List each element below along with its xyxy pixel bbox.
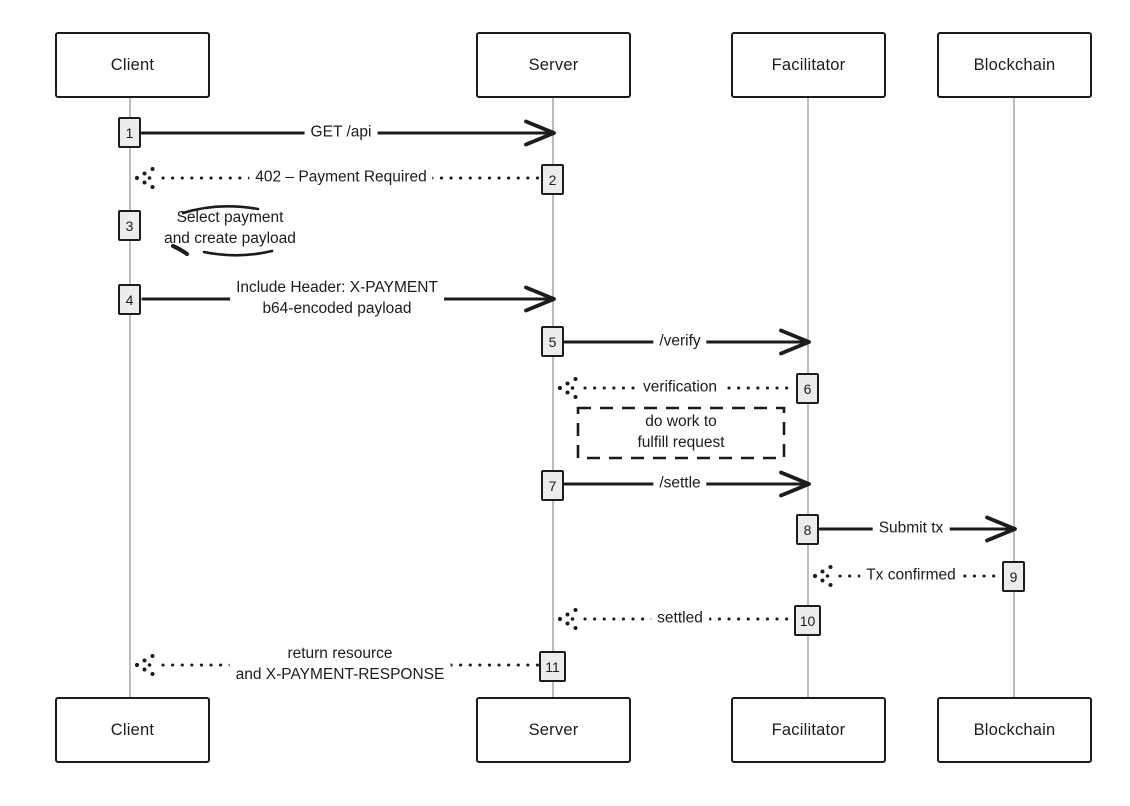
message-label-4: Include Header: X-PAYMENT b64-encoded pa… [230, 277, 444, 321]
message-text: Submit tx [878, 519, 944, 537]
note-text: do work to fulfill request [631, 411, 730, 455]
message-text: return resource [287, 645, 393, 663]
message-label-6: verification [636, 376, 724, 400]
activation-badge-11: 11 [539, 651, 566, 682]
message-label-11: return resource and X-PAYMENT-RESPONSE [229, 643, 451, 687]
activation-badge-8: 8 [796, 514, 819, 545]
message-label-10: settled [651, 607, 709, 631]
message-label-1: GET /api [304, 121, 378, 145]
arrow-8-head-icon [985, 515, 1017, 543]
message-text: 402 – Payment Required [255, 168, 427, 186]
message-label-5: /verify [653, 330, 707, 354]
participant-label: Facilitator [771, 55, 846, 74]
message-text: /verify [659, 332, 701, 350]
message-arrows [134, 119, 1017, 676]
message-label-2: 402 – Payment Required [249, 166, 433, 190]
message-text: Include Header: X-PAYMENT [236, 279, 438, 297]
arrow-10-head-icon [557, 608, 578, 630]
arrow-9-head-icon [812, 565, 833, 587]
message-text: GET /api [310, 123, 372, 141]
activation-badge-9: 9 [1002, 561, 1025, 592]
arrow-4-head-icon [524, 285, 556, 313]
activation-badge-5: 5 [541, 326, 564, 357]
participant-label: Blockchain [973, 720, 1056, 739]
participant-label: Server [528, 720, 579, 739]
activation-badge-6: 6 [796, 373, 819, 404]
participant-label: Client [110, 55, 155, 74]
participant-label: Facilitator [771, 720, 846, 739]
activation-badge-4: 4 [118, 284, 141, 315]
participant-box-blockchain-top: Blockchain [937, 32, 1092, 98]
message-label-9: Tx confirmed [860, 564, 962, 588]
participant-box-facilitator-bottom: Facilitator [731, 697, 886, 763]
note-line: do work to [645, 413, 717, 431]
arrow-2-head-icon [134, 167, 155, 189]
message-text: /settle [659, 474, 701, 492]
participant-box-client-bottom: Client [55, 697, 210, 763]
message-text: b64-encoded payload [262, 300, 412, 317]
message-label-3: Select payment and create payload [158, 207, 302, 251]
participant-box-client-top: Client [55, 32, 210, 98]
message-text: and X-PAYMENT-RESPONSE [235, 666, 445, 683]
message-text: and create payload [164, 230, 296, 247]
arrow-6-head-icon [557, 377, 578, 399]
participant-box-server-top: Server [476, 32, 631, 98]
note-box [576, 406, 786, 460]
activation-badge-1: 1 [118, 117, 141, 148]
participant-label: Server [528, 55, 579, 74]
self-loop-arrowhead-icon [171, 244, 189, 256]
activation-badge-7: 7 [541, 470, 564, 501]
message-text: Tx confirmed [866, 566, 956, 584]
message-text: settled [657, 609, 703, 627]
participant-box-blockchain-bottom: Blockchain [937, 697, 1092, 763]
participant-label: Client [110, 720, 155, 739]
arrow-7-head-icon [779, 470, 811, 498]
note-line: fulfill request [637, 434, 725, 451]
arrow-5-head-icon [779, 328, 811, 356]
message-label-7: /settle [653, 472, 707, 496]
message-text: verification [642, 378, 718, 396]
message-text: Select payment [176, 209, 284, 227]
participant-box-server-bottom: Server [476, 697, 631, 763]
participant-label: Blockchain [973, 55, 1056, 74]
message-label-8: Submit tx [872, 517, 950, 541]
self-loop-arc-top [181, 205, 260, 215]
activation-badge-2: 2 [541, 164, 564, 195]
arrow-11-head-icon [134, 654, 155, 676]
participant-box-facilitator-top: Facilitator [731, 32, 886, 98]
arrow-1-head-icon [524, 119, 556, 147]
activation-badge-3: 3 [118, 210, 141, 241]
self-loop-arc-bottom [202, 249, 274, 257]
activation-badge-10: 10 [794, 605, 821, 636]
